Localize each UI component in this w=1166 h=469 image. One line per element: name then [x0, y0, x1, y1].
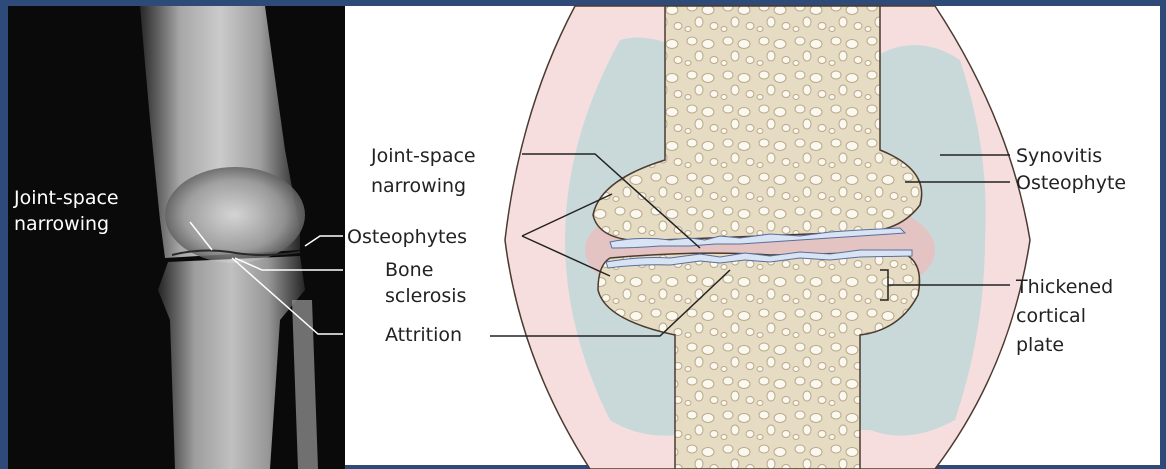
xray-femoral-condyles — [165, 167, 305, 263]
bone-sclerosis-label-2: sclerosis — [385, 285, 466, 307]
thickened-label-1: Thickened — [1015, 276, 1113, 298]
synovitis-label: Synovitis — [1016, 145, 1102, 167]
xray-joint-space-label-1: Joint-space — [13, 187, 119, 209]
osteophytes-label: Osteophytes — [347, 226, 467, 248]
joint-space-label-2: narrowing — [371, 175, 466, 197]
thickened-label-2: cortical — [1016, 305, 1086, 327]
osteophyte-label: Osteophyte — [1016, 172, 1126, 194]
thickened-label-3: plate — [1016, 334, 1064, 356]
xray-image — [8, 6, 345, 469]
attrition-label: Attrition — [385, 324, 462, 346]
xray-joint-space-label-2: narrowing — [14, 213, 109, 235]
joint-space-label-1: Joint-space — [370, 145, 476, 167]
bone-sclerosis-label-1: Bone — [385, 259, 433, 281]
joint-diagram — [505, 6, 1030, 469]
